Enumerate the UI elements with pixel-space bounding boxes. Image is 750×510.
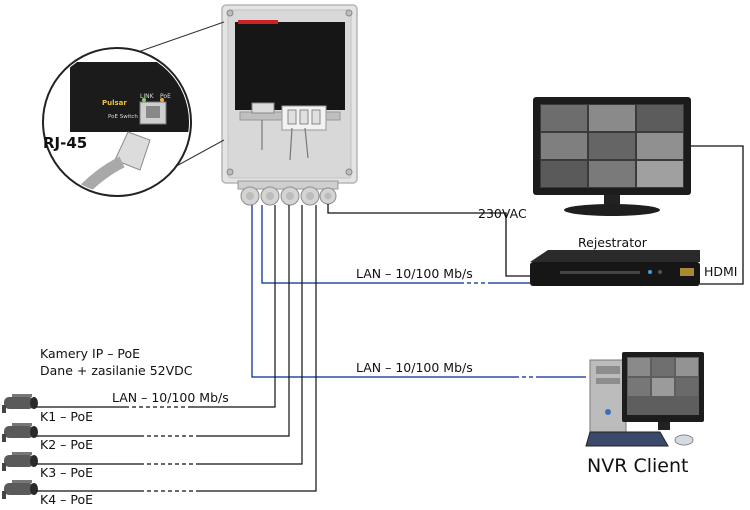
switch-device-label: PoE Switch — [108, 114, 138, 120]
cameras-title: Kamery IP – PoE — [40, 346, 140, 361]
rj45-plug — [114, 131, 151, 171]
camera-cable-breaks — [125, 405, 200, 493]
rj45-callout: Pulsar LINK PoE PoE Switch RJ-45 — [42, 21, 225, 197]
power-label: 230VAC — [478, 206, 527, 221]
lan-cable-pc — [251, 205, 586, 378]
rj45-label: RJ-45 — [43, 134, 87, 152]
camera-cable-4 — [36, 205, 317, 492]
switch-port-poe: PoE — [160, 93, 171, 100]
camera-2 — [2, 423, 38, 442]
enclosure-box — [221, 4, 358, 206]
lan-client-label: LAN – 10/100 Mb/s — [356, 360, 473, 375]
camera-2-label: K2 – PoE — [40, 437, 93, 452]
power-cable — [327, 204, 530, 277]
hdmi-label: HDMI — [704, 264, 738, 279]
switch-port-link: LINK — [140, 93, 155, 100]
monitor — [533, 97, 691, 216]
lan-cable-recorder — [261, 205, 530, 284]
camera-3-label: K3 – PoE — [40, 465, 93, 480]
hdmi-cable — [691, 145, 744, 285]
monitor-camera-tiles — [541, 105, 683, 187]
cameras-subtitle: Dane + zasilanie 52VDC — [40, 363, 193, 378]
nvr-client-pc: NVR Client — [585, 352, 704, 477]
camera-4-label: K4 – PoE — [40, 492, 93, 507]
camera-1 — [2, 394, 38, 413]
recorder-device — [530, 250, 700, 286]
lan-recorder-label: LAN – 10/100 Mb/s — [356, 266, 473, 281]
switch-logo: Pulsar — [102, 99, 127, 107]
recorder-label: Rejestrator — [578, 235, 648, 250]
nvr-client-label: NVR Client — [587, 455, 688, 477]
camera-cable-2 — [36, 205, 290, 437]
camera-3 — [2, 452, 38, 471]
cable-glands — [237, 180, 339, 206]
camera-cable-1 — [36, 205, 276, 408]
camera-group — [2, 394, 38, 499]
lan-cameras-label: LAN – 10/100 Mb/s — [112, 390, 229, 405]
camera-4 — [2, 480, 38, 499]
camera-1-label: K1 – PoE — [40, 409, 93, 424]
power-supply-module — [235, 22, 345, 110]
camera-cable-3 — [36, 205, 303, 465]
